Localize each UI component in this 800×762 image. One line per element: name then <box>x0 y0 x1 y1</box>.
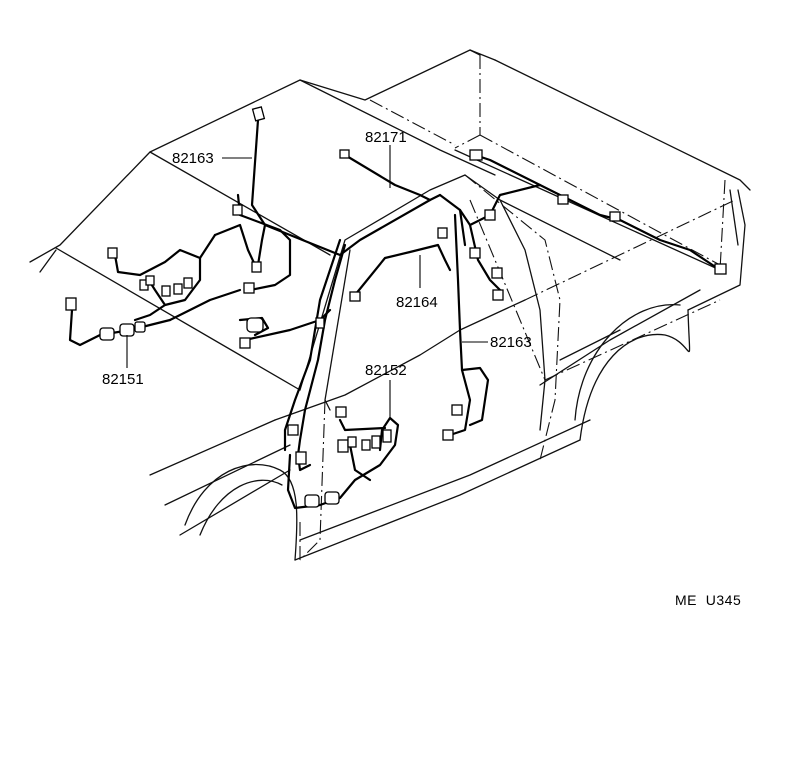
part-label-82171: 82171 <box>365 129 407 146</box>
drawing-code: ME U345 <box>675 592 741 608</box>
part-label-82151: 82151 <box>102 371 144 388</box>
part-labels: 82163 82171 82164 82163 82152 82151 <box>102 129 532 388</box>
hidden-lines <box>299 55 736 561</box>
harness-82163-pillar <box>448 213 490 437</box>
harness-82164 <box>353 153 722 297</box>
leader-lines <box>126 145 488 418</box>
part-label-82163-pillar: 82163 <box>490 334 532 351</box>
part-label-82164: 82164 <box>396 294 438 311</box>
connectors <box>65 106 727 508</box>
harness-82171-roof <box>343 153 432 202</box>
truck-body-outline <box>29 49 751 561</box>
part-label-82163-roof: 82163 <box>172 150 214 167</box>
part-label-82152: 82152 <box>365 362 407 379</box>
harness-dash <box>113 223 332 342</box>
